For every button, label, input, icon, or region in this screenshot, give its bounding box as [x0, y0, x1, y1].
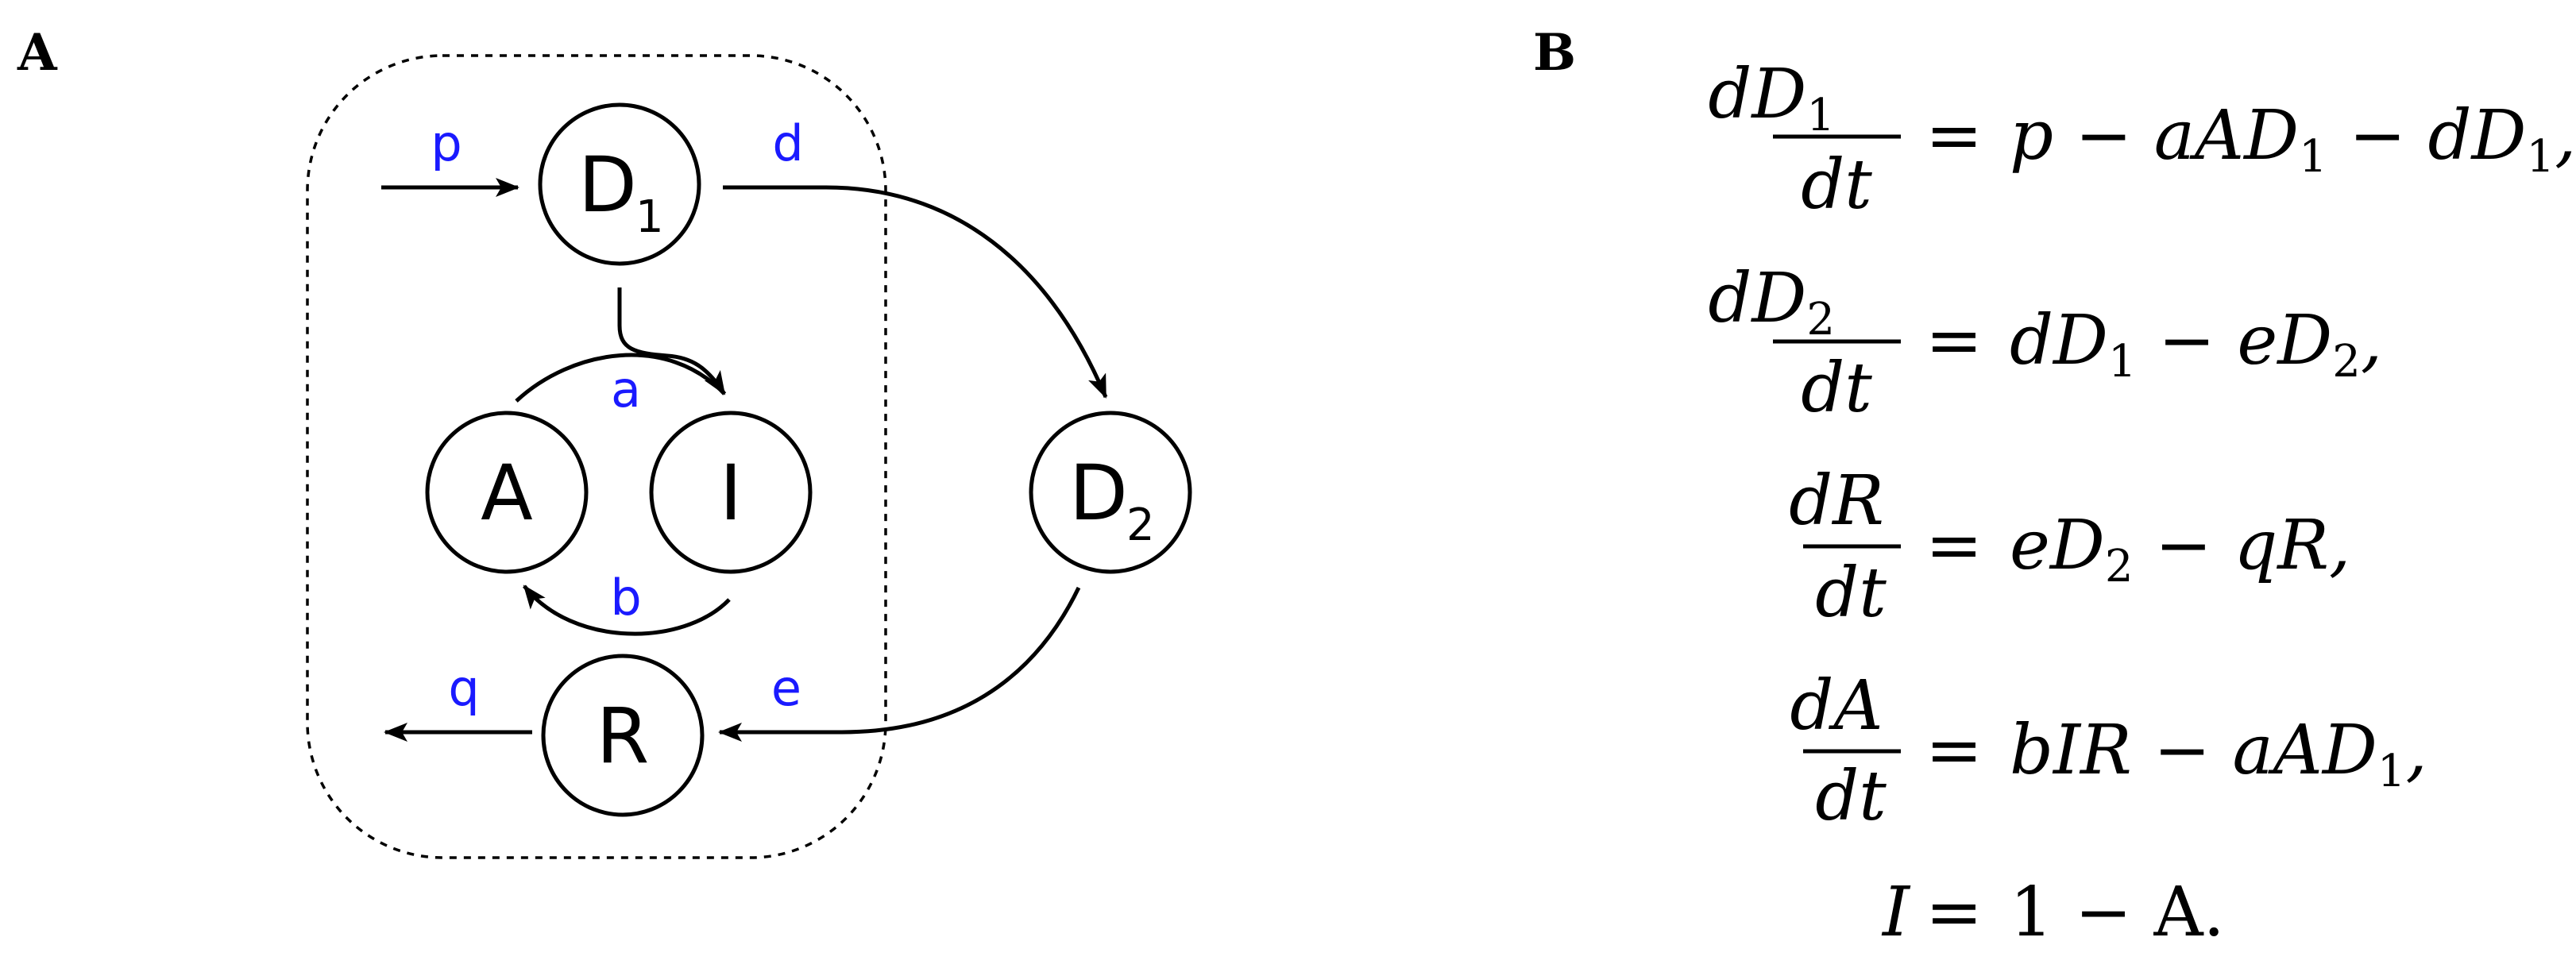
- arrow-d2-to-r: [718, 586, 1081, 742]
- equation-5: I = 1 − A.: [1881, 873, 2225, 952]
- eq4-rhs-part: 1: [2377, 746, 2406, 797]
- eq2-rhs-part: 2: [2332, 336, 2361, 388]
- node-i: I: [649, 411, 813, 574]
- node-r-label: R: [597, 692, 650, 781]
- node-r: R: [541, 654, 705, 817]
- eq5-lhs: I: [1881, 873, 1911, 952]
- arrow-d1-to-d2: [723, 185, 1108, 399]
- panel-label-b: B: [1533, 23, 1576, 83]
- eq1-equals: =: [1925, 96, 1983, 176]
- node-d1: D 1: [538, 102, 701, 266]
- eq2-rhs-part: − eD: [2137, 301, 2333, 380]
- eq3-numerator: dR: [1789, 461, 1884, 541]
- eq1-denominator: dt: [1801, 145, 1872, 225]
- rate-label-e: e: [771, 659, 801, 717]
- arrow-i-to-a: [523, 584, 731, 636]
- eq4-equals: =: [1925, 711, 1983, 790]
- node-a: A: [425, 411, 589, 574]
- eq3-equals: =: [1925, 506, 1983, 585]
- eq5-rhs: 1 − A.: [2010, 873, 2225, 952]
- eq3-rhs: eD2 − qR,: [2010, 506, 2350, 592]
- node-a-label: A: [481, 449, 533, 538]
- rate-label-p: p: [431, 114, 462, 172]
- eq2-denominator: dt: [1801, 349, 1872, 428]
- eq4-rhs-part: bIR − aAD: [2010, 711, 2377, 790]
- eq1-rhs-part: p − aAD: [2010, 96, 2299, 176]
- rate-label-b: b: [610, 569, 641, 627]
- arrow-d1-to-i: [617, 287, 727, 395]
- eq3-rhs-part: − qR,: [2134, 506, 2351, 585]
- eq1-rhs: p − aAD1 − dD1,: [2010, 96, 2576, 183]
- equation-1: dD1 dt = p − aAD1 − dD1,: [1708, 55, 2576, 225]
- eq2-numerator: dD2: [1708, 259, 1835, 345]
- eq3-rhs-part: eD: [2010, 506, 2105, 585]
- eq2-rhs-part: 1: [2108, 336, 2137, 388]
- compartment-boundary: [306, 54, 887, 859]
- eq2-rhs-part: ,: [2361, 301, 2382, 380]
- rate-label-q: q: [448, 659, 479, 717]
- node-d2-subscript: 2: [1126, 499, 1155, 551]
- eq3-rhs-part: 2: [2105, 541, 2134, 592]
- eq4-denominator: dt: [1815, 757, 1887, 836]
- node-d2: D 2: [1029, 411, 1192, 574]
- eq4-numerator: dA: [1790, 666, 1883, 746]
- eq3-denominator: dt: [1815, 554, 1887, 633]
- node-d1-subscript: 1: [635, 191, 664, 243]
- panel-label-a: A: [17, 23, 58, 83]
- eq4-rhs-part: ,: [2405, 711, 2427, 790]
- eq2-rhs: dD1 − eD2,: [2010, 301, 2382, 388]
- eq1-rhs-part: − dD: [2327, 96, 2527, 176]
- eq2-rhs-part: dD: [2010, 301, 2108, 380]
- equation-3: dR dt = eD2 − qR,: [1789, 461, 2350, 633]
- eq4-rhs: bIR − aAD1,: [2010, 711, 2427, 797]
- equation-4: dA dt = bIR − aAD1,: [1790, 666, 2427, 836]
- rate-label-a: a: [611, 361, 641, 418]
- node-d2-label: D: [1069, 449, 1128, 538]
- rate-label-d: d: [772, 114, 803, 172]
- equation-2: dD2 dt = dD1 − eD2,: [1708, 259, 2382, 428]
- node-i-label: I: [720, 449, 742, 538]
- eq1-rhs-part: 1: [2527, 131, 2555, 183]
- node-d1-label: D: [578, 141, 637, 230]
- eq2-equals: =: [1925, 301, 1983, 380]
- eq1-rhs-part: ,: [2555, 96, 2576, 176]
- eq1-rhs-part: 1: [2299, 131, 2327, 183]
- arrow-a-to-i-arc: [515, 353, 726, 403]
- eq1-numerator: dD1: [1708, 55, 1835, 141]
- eq5-equals: =: [1925, 873, 1983, 952]
